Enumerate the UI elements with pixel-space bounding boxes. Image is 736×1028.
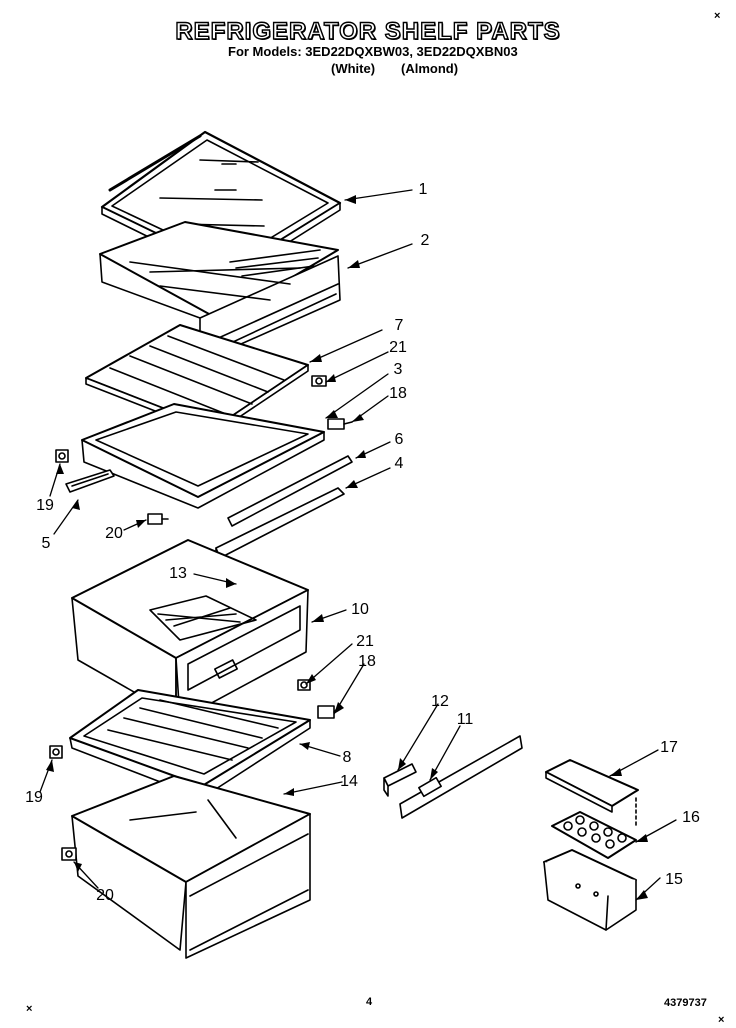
part-12-bracket <box>383 763 417 797</box>
page-title: REFRIGERATOR SHELF PARTS <box>175 17 561 45</box>
callout-1: 1 <box>418 181 428 198</box>
part-3-shelf-frame <box>81 403 325 509</box>
part-19-fastener-lower <box>49 745 63 759</box>
callout-7: 7 <box>394 317 404 334</box>
part-5-side-rail <box>65 469 115 493</box>
callout-21-top: 21 <box>389 339 407 356</box>
callout-15: 15 <box>665 871 683 888</box>
callout-8: 8 <box>342 749 352 766</box>
callout-5: 5 <box>41 535 51 552</box>
callout-19-lower: 19 <box>25 789 43 806</box>
callout-13: 13 <box>169 565 187 582</box>
color-almond-label: (Almond) <box>401 61 459 76</box>
callout-12: 12 <box>431 693 449 710</box>
callout-11: 11 <box>456 711 474 728</box>
part-20-fastener-lower <box>61 847 77 861</box>
part-14-lower-drawer <box>71 775 311 959</box>
callout-20-top: 20 <box>105 525 123 542</box>
part-17-lid <box>545 759 639 813</box>
leader-arrowheads <box>46 195 648 900</box>
callout-20-lower: 20 <box>96 887 114 904</box>
callout-2: 2 <box>420 232 430 249</box>
part-20-fastener-top <box>147 513 169 525</box>
part-21-fastener-mid <box>297 679 311 691</box>
part-16-egg-tray <box>551 811 637 859</box>
callout-16: 16 <box>682 809 700 826</box>
corner-mark-bottom-left: × <box>26 1003 33 1015</box>
part-10-upper-drawer <box>71 539 309 721</box>
callout-14: 14 <box>340 773 358 790</box>
part-11-strip <box>399 735 523 819</box>
part-21-fastener-top <box>311 375 327 387</box>
page-number: 4 <box>366 996 373 1008</box>
callout-4: 4 <box>394 455 404 472</box>
color-white-label: (White) <box>331 61 376 76</box>
callout-18-mid: 18 <box>358 653 376 670</box>
callout-21-mid: 21 <box>356 633 374 650</box>
part-19-fastener-top <box>55 449 69 463</box>
callout-6: 6 <box>394 431 404 448</box>
part-number: 4379737 <box>664 997 707 1009</box>
callout-18-top: 18 <box>389 385 407 402</box>
callout-10: 10 <box>351 601 369 618</box>
callout-3: 3 <box>393 361 403 378</box>
models-line: For Models: 3ED22DQXBW03, 3ED22DQXBN03 <box>228 44 518 59</box>
corner-mark-bottom-right: × <box>718 1014 725 1026</box>
part-2-crisper-pan <box>99 221 341 357</box>
part-6-trim-strip <box>227 455 353 527</box>
part-18-fastener-top <box>327 418 353 430</box>
corner-mark-top-right: × <box>714 10 721 22</box>
part-15-egg-bin <box>543 849 637 931</box>
callout-19-top: 19 <box>36 497 54 514</box>
callout-17: 17 <box>660 739 678 756</box>
